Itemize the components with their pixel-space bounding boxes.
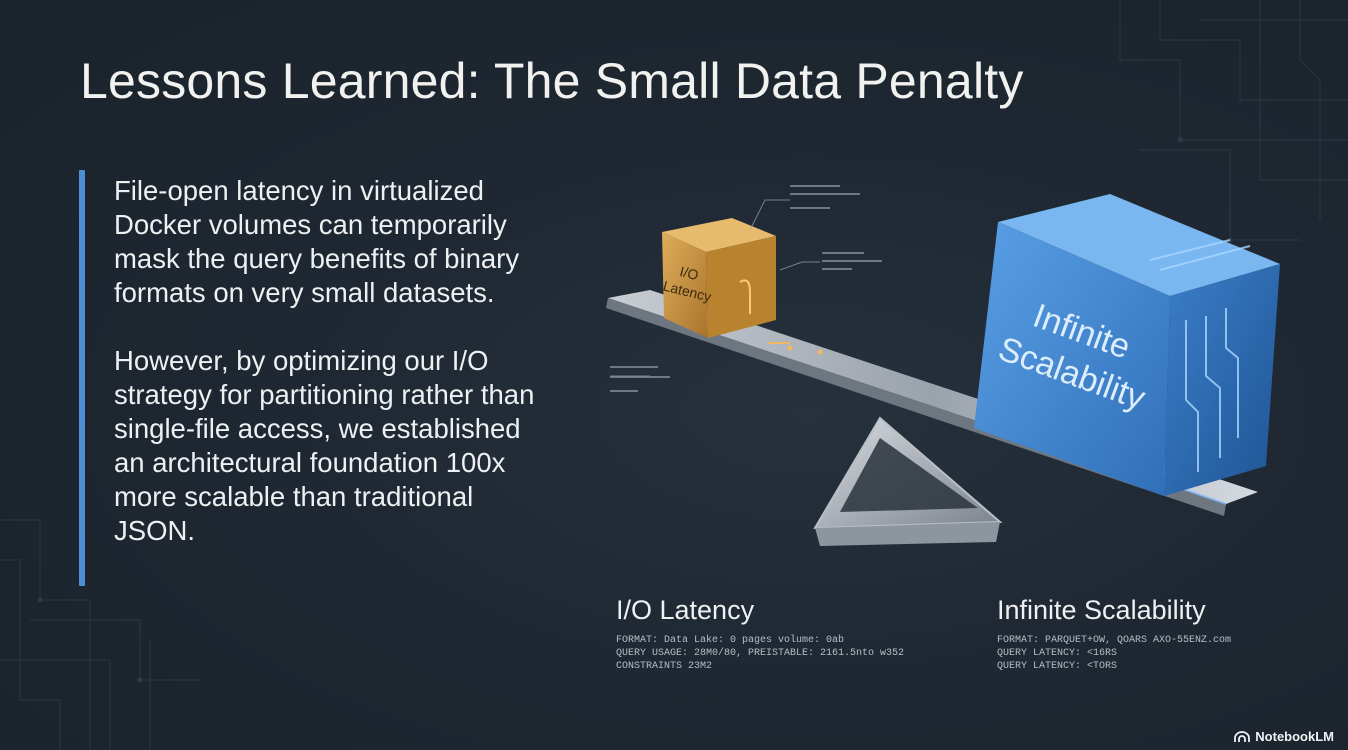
io-latency-caption: I/O Latency FORMAT: Data Lake: 0 pages v… — [616, 595, 904, 673]
io-latency-cube: I/O Latency — [661, 218, 776, 338]
infinite-scalability-cube: Infinite Scalability — [974, 194, 1280, 496]
infinite-scalability-caption-meta: FORMAT: PARQUET+OW, QOARS AXO-55ENZ.com … — [997, 634, 1231, 673]
body-paragraph-1: File-open latency in virtualized Docker … — [114, 175, 520, 308]
small-cube-label-line1: I/O — [678, 263, 700, 283]
notebooklm-logo-icon — [1234, 730, 1251, 742]
io-latency-meta-line-1: FORMAT: Data Lake: 0 pages volume: 0ab — [616, 635, 845, 646]
accent-bar — [79, 170, 85, 586]
brand-name: NotebookLM — [1255, 729, 1334, 744]
fulcrum — [813, 416, 1003, 546]
infinite-scalability-meta-line-3: QUERY LATENCY: <TORS — [997, 661, 1118, 672]
slide-title: Lessons Learned: The Small Data Penalty — [80, 53, 1024, 109]
infinite-scalability-caption: Infinite Scalability FORMAT: PARQUET+OW,… — [997, 595, 1231, 673]
infinite-scalability-caption-title: Infinite Scalability — [997, 595, 1206, 625]
io-latency-caption-title: I/O Latency — [616, 595, 755, 625]
infinite-scalability-meta-line-2: QUERY LATENCY: <16RS — [997, 648, 1118, 659]
body-paragraph-2: However, by optimizing our I/O strategy … — [114, 345, 535, 546]
io-latency-meta-line-3: CONSTRAINTS 23M2 — [616, 661, 713, 672]
notebooklm-brand: NotebookLM — [1234, 729, 1334, 744]
io-latency-meta-line-2: QUERY USAGE: 28M0/80, PREISTABLE: 2161.5… — [616, 648, 905, 659]
glow-traces — [768, 342, 823, 355]
annotation-glyphs — [610, 185, 882, 392]
io-latency-caption-meta: FORMAT: Data Lake: 0 pages volume: 0ab Q… — [616, 634, 904, 673]
infinite-scalability-meta-line-1: FORMAT: PARQUET+OW, QOARS AXO-55ENZ.com — [997, 635, 1232, 646]
body-text: File-open latency in virtualized Docker … — [114, 174, 554, 548]
seesaw-illustration: I/O Latency — [606, 185, 1280, 546]
